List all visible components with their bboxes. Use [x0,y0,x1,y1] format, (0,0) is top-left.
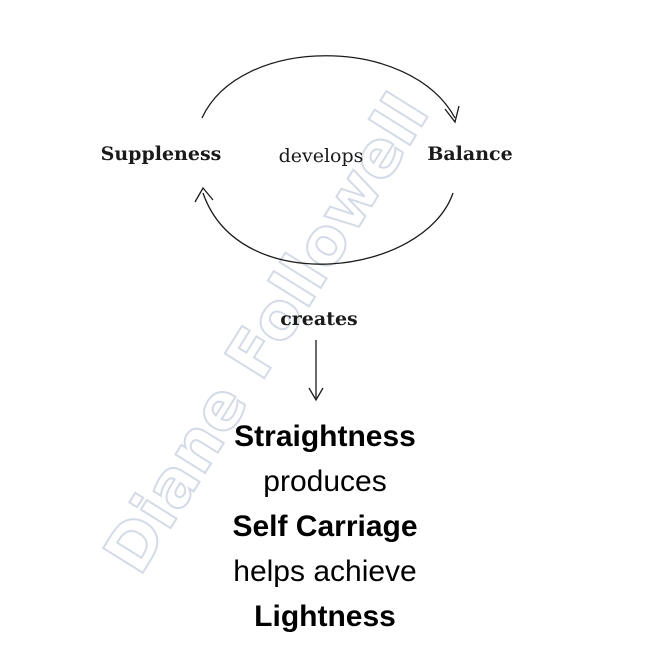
top-arc-arrowhead [444,105,460,124]
bottom-arc-arrowhead [194,186,214,203]
creates-label: creates [280,308,358,330]
helps-achieve-label: helps achieve [233,555,416,588]
produces-label: produces [263,465,386,498]
develops-label: develops [279,145,364,167]
top-cycle-arc [201,55,456,119]
straightness-step: Straightness [234,420,416,453]
balance-node: Balance [427,143,512,165]
lightness-step: Lightness [254,600,396,633]
self-carriage-step: Self Carriage [232,510,417,543]
bottom-cycle-arc [202,192,454,265]
suppleness-node: Suppleness [101,143,222,165]
creates-arrow-head [308,387,324,402]
